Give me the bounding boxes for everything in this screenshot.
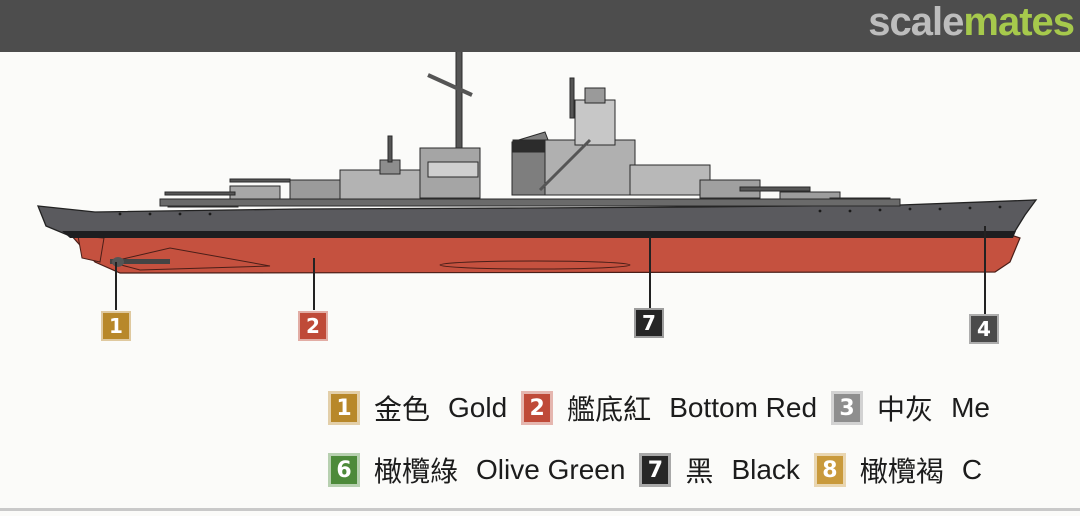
swatch-number: 1 xyxy=(336,395,352,421)
color-legend-row-1: 1 金色 Gold 2 艦底紅 Bottom Red 3 中灰 Me xyxy=(328,388,1004,428)
top-bar: scalemates xyxy=(0,0,1080,52)
swatch-number: 7 xyxy=(647,457,664,483)
swatch-number: 3 xyxy=(839,395,855,421)
legend-name-bottom-red: Bottom Red xyxy=(669,392,818,423)
legend-cjk-olive-green: 橄欖綠 xyxy=(374,455,459,488)
legend-name-olive-green: Olive Green xyxy=(476,454,626,485)
callout-number: 1 xyxy=(109,314,123,338)
legend-swatch-olive-green: 6 xyxy=(328,453,360,487)
callout-pointer-lines xyxy=(115,226,986,314)
portholes xyxy=(118,205,1002,216)
legend-cjk-medium-grey: 中灰 xyxy=(877,393,934,426)
legend-cjk-black: 黑 xyxy=(685,455,714,488)
callout-badge-2: 2 xyxy=(298,311,328,341)
callout-number: 7 xyxy=(642,311,656,335)
callout-badge-7: 7 xyxy=(634,308,664,338)
ship-profile-illustration xyxy=(36,52,1038,314)
swatch-number: 2 xyxy=(529,395,545,421)
legend-swatch-bottom-red: 2 xyxy=(521,391,554,425)
legend-name-black: Black xyxy=(731,454,800,485)
callout-number: 4 xyxy=(977,317,991,341)
callout-badge-1: 1 xyxy=(101,311,131,341)
legend-swatch-gold: 1 xyxy=(328,391,360,425)
legend-swatch-black: 7 xyxy=(639,453,672,487)
logo-text-scale: scale xyxy=(868,0,964,44)
legend-swatch-medium-grey: 3 xyxy=(831,391,864,425)
legend-cjk-bottom-red: 艦底紅 xyxy=(567,393,652,426)
color-legend-row-2: 6 橄欖綠 Olive Green 7 黑 Black 8 橄欖褐 C xyxy=(328,450,996,490)
page-edge-line xyxy=(0,508,1080,511)
scalemates-logo[interactable]: scalemates xyxy=(868,0,1075,44)
legend-cjk-gold: 金色 xyxy=(374,393,431,426)
propeller-shaft xyxy=(110,259,170,264)
legend-swatch-olive-brown: 8 xyxy=(813,453,846,487)
swatch-number: 8 xyxy=(822,457,838,483)
callout-number: 2 xyxy=(306,314,320,338)
boot-topping xyxy=(62,231,1016,238)
legend-name-medium-grey: Me xyxy=(951,392,990,423)
bilge-keel-mid xyxy=(439,260,631,270)
legend-cjk-olive-brown: 橄欖褐 xyxy=(859,455,944,488)
rudder xyxy=(77,235,105,263)
superstructure xyxy=(159,52,901,208)
callout-badge-4: 4 xyxy=(969,314,999,344)
bilge-keel xyxy=(109,247,271,271)
logo-text-mates: mates xyxy=(963,0,1075,44)
legend-name-gold: Gold xyxy=(448,392,508,423)
swatch-number: 6 xyxy=(336,457,352,483)
propeller xyxy=(112,257,124,267)
legend-name-olive-brown: C xyxy=(961,454,983,485)
